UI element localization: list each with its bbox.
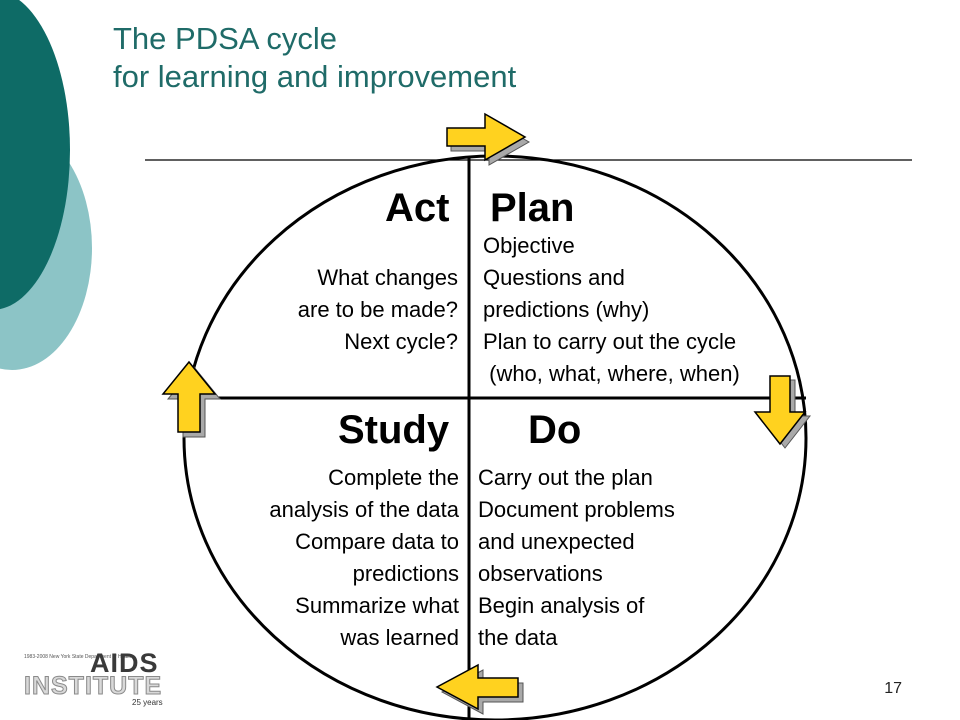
logo-name-line2: INSTITUTE [23,672,163,701]
act-line: What changes [317,265,458,290]
plan-line: predictions (why) [483,297,650,322]
study-line: Summarize what [295,593,459,618]
plan-line: Objective [483,233,575,258]
page-number: 17 [884,680,902,697]
dark-teal-shape [0,0,70,310]
act-line: are to be made? [297,297,458,322]
act-line: Next cycle? [344,329,458,354]
plan-line: Plan to carry out the cycle [483,329,737,354]
plan-text: Objective Questions and predictions (why… [483,230,740,390]
arrow-left-icon [435,663,524,715]
plan-heading: Plan [490,186,575,230]
slide-title: The PDSA cycle for learning and improvem… [113,20,516,96]
do-line: and unexpected [478,529,635,554]
do-text: Carry out the plan Document problems and… [478,462,675,654]
act-heading: Act [385,186,450,230]
logo-tagline: 25 years [132,698,163,707]
do-line: observations [478,561,603,586]
study-line: Compare data to [295,529,459,554]
study-line: analysis of the data [269,497,459,522]
study-line: predictions [352,561,459,586]
do-line: Begin analysis of [478,593,645,618]
title-line-2: for learning and improvement [113,59,517,94]
do-line: the data [478,625,558,650]
study-text: Complete the analysis of the data Compar… [269,462,459,654]
title-line-1: The PDSA cycle [113,21,337,56]
study-heading: Study [338,408,450,452]
aids-institute-logo: 1983-2008 New York State Department of H… [22,648,172,714]
act-text: What changes are to be made? Next cycle? [298,262,458,358]
do-line: Carry out the plan [478,465,653,490]
arrow-up-icon [161,360,222,438]
plan-line: (who, what, where, when) [483,361,740,386]
study-line: was learned [340,625,459,650]
study-line: Complete the [328,465,459,490]
do-line: Document problems [478,497,675,522]
do-heading: Do [528,408,582,452]
arrow-right-icon [446,112,531,166]
logo-small-text: 1983-2008 New York State Department of H… [24,654,133,660]
logo-name-line1: AIDS [90,648,159,678]
plan-line: Questions and [483,265,625,290]
arrow-down-icon [753,375,812,449]
